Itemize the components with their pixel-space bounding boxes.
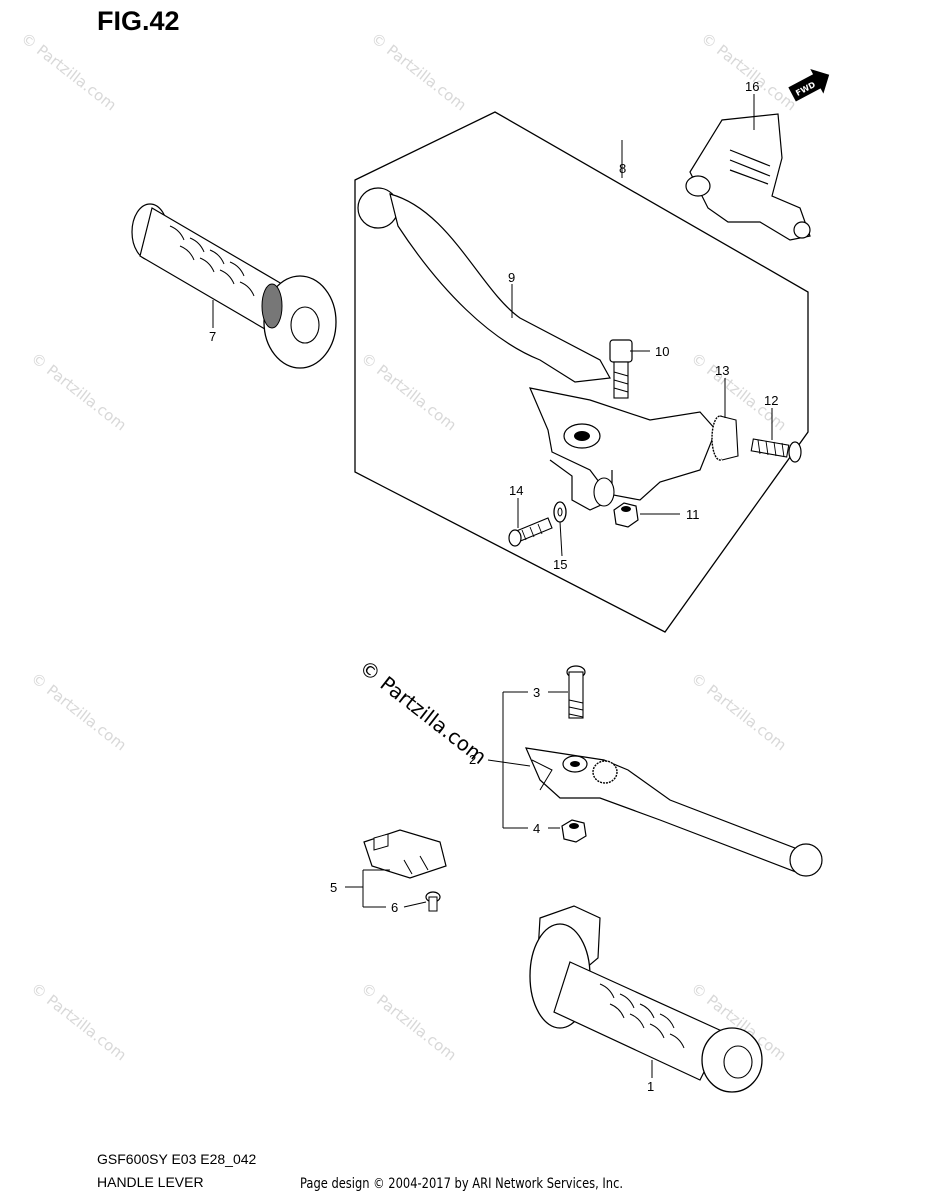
switch-screw [425, 891, 441, 912]
washer [553, 501, 567, 523]
large-watermark: © Partzilla.com [355, 655, 491, 769]
callout-14: 14 [509, 483, 523, 498]
watermark: © Partzilla.com [28, 349, 130, 434]
watermark: © Partzilla.com [358, 349, 460, 434]
watermark: © Partzilla.com [368, 29, 470, 114]
callout-9: 9 [508, 270, 515, 285]
brake-switch [363, 829, 447, 879]
brake-nut [561, 819, 587, 843]
adjuster-wheel [711, 415, 739, 461]
throttle-grip [529, 905, 763, 1093]
figure-title: FIG.42 [97, 6, 180, 36]
callout-2: 2 [469, 752, 476, 767]
watermark: © Partzilla.com [688, 669, 790, 754]
watermark: © Partzilla.com [698, 29, 800, 114]
callout-16: 16 [745, 79, 759, 94]
nut [613, 502, 639, 528]
callout-12: 12 [764, 393, 778, 408]
watermark: © Partzilla.com [28, 669, 130, 754]
watermark: © Partzilla.com [18, 29, 120, 114]
callout-4: 4 [533, 821, 540, 836]
callouts: 7 8 16 9 10 13 12 11 14 15 3 2 4 5 6 1 [209, 79, 778, 1094]
brake-lever [525, 747, 823, 877]
brake-pivot-bolt [566, 665, 586, 719]
model-code: GSF600SY E03 E28_042 [97, 1151, 257, 1167]
watermark-group: © Partzilla.com © Partzilla.com © Partzi… [18, 29, 800, 1064]
lever-holder [528, 387, 717, 511]
callout-5: 5 [330, 880, 337, 895]
pivot-bolt [609, 339, 633, 399]
callout-6: 6 [391, 900, 398, 915]
clutch-lever [357, 187, 611, 383]
callout-13: 13 [715, 363, 729, 378]
leader-lines [212, 94, 773, 1078]
lever-cover [685, 113, 811, 241]
callout-10: 10 [655, 344, 669, 359]
left-grip [131, 203, 337, 369]
clamp-bolt [508, 517, 553, 547]
copyright-credit: Page design © 2004-2017 by ARI Network S… [300, 1176, 624, 1192]
adjuster-screw [750, 438, 802, 463]
callout-15: 15 [553, 557, 567, 572]
callout-11: 11 [686, 507, 700, 522]
callout-3: 3 [533, 685, 540, 700]
callout-1: 1 [647, 1079, 654, 1094]
callout-8: 8 [619, 161, 626, 176]
watermark: © Partzilla.com [28, 979, 130, 1064]
assembly-box [354, 111, 809, 633]
watermark: © Partzilla.com [358, 979, 460, 1064]
section-name: HANDLE LEVER [97, 1174, 204, 1190]
callout-7: 7 [209, 329, 216, 344]
